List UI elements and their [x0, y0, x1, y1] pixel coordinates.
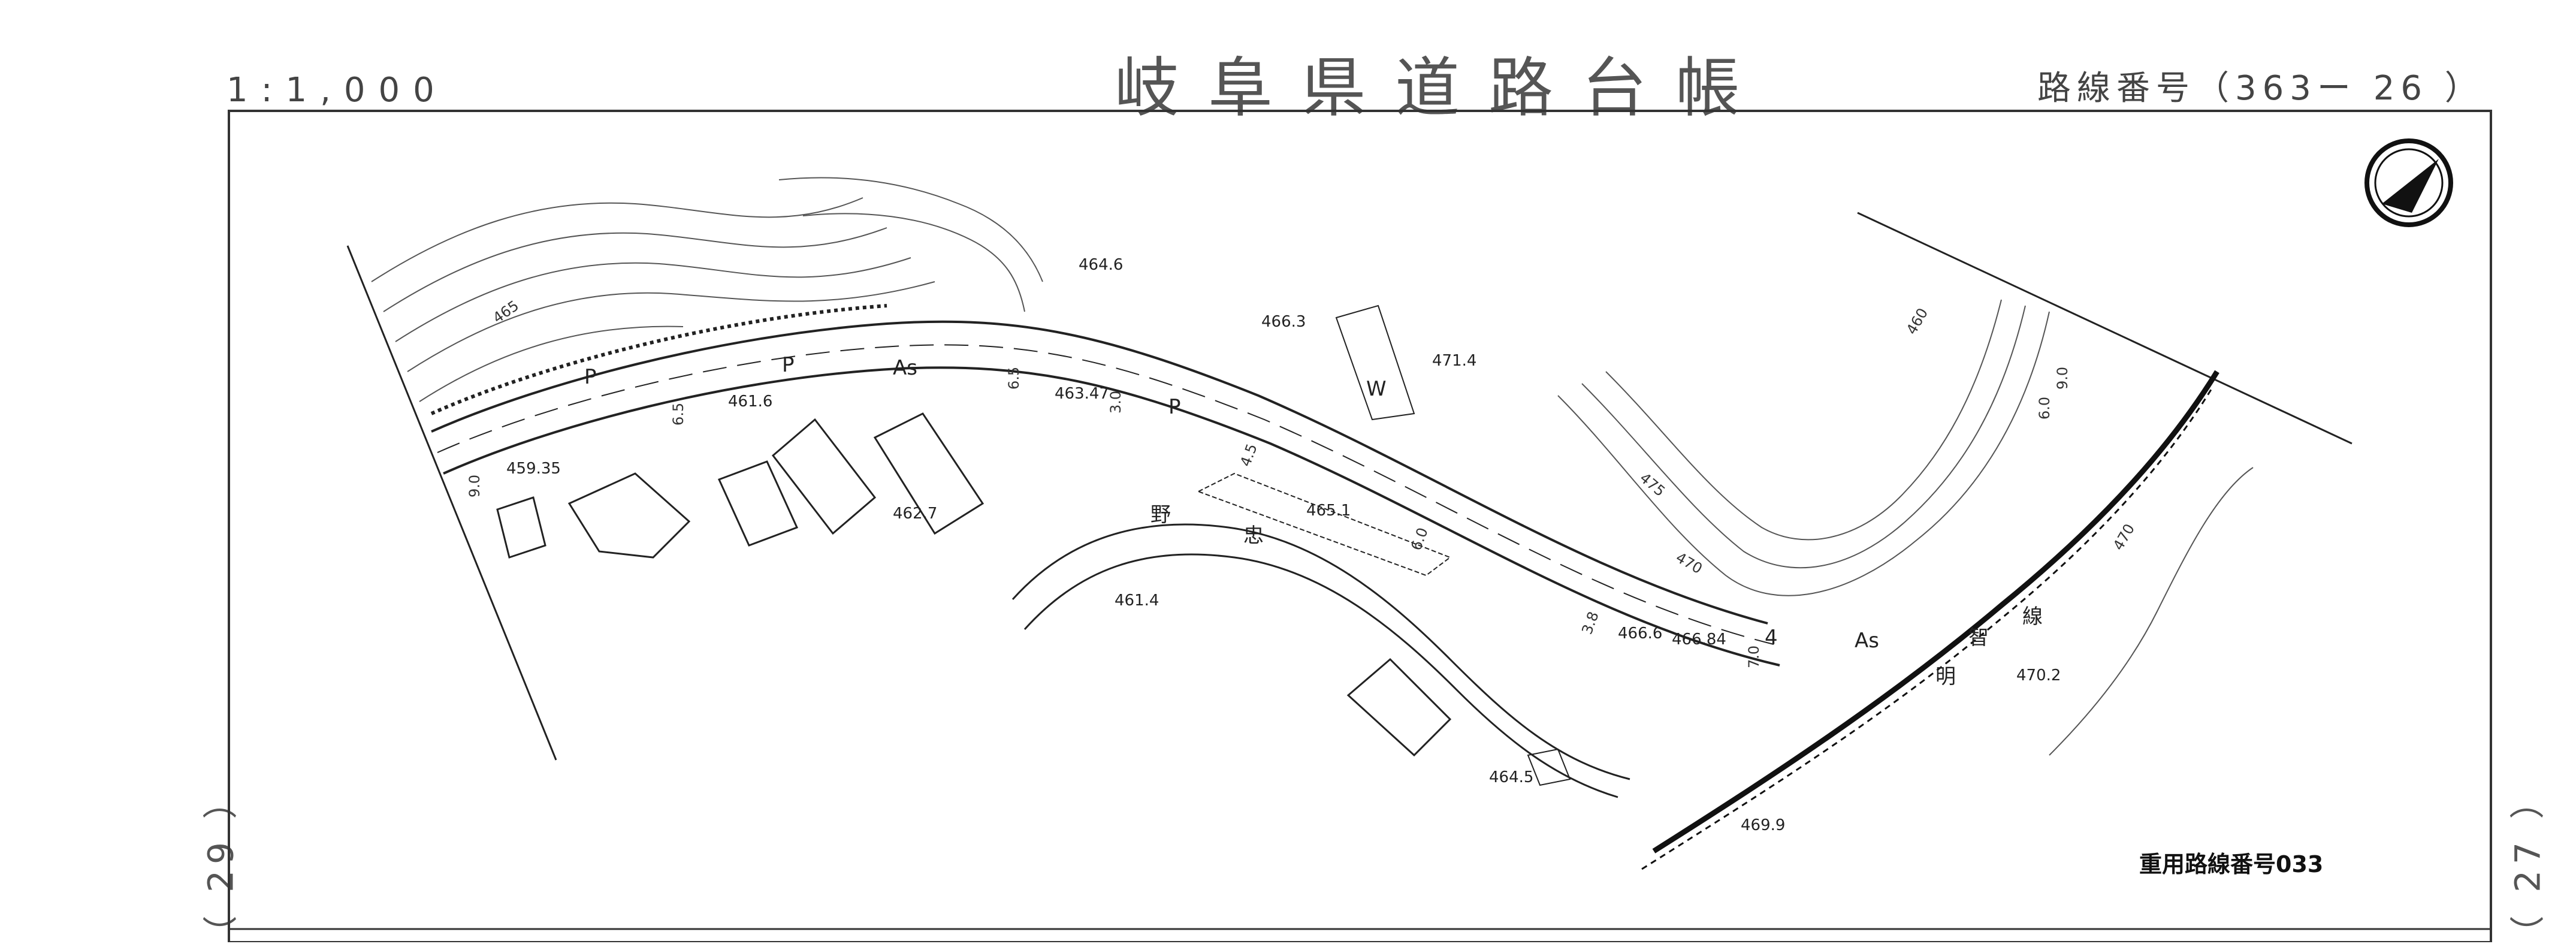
elevation-point: 461.4 — [1115, 592, 1159, 610]
contour-label: 475 — [1636, 469, 1668, 500]
contour-label: 470 — [2110, 521, 2138, 553]
width-label: 7.0 — [1745, 646, 1762, 668]
pavement-label: As — [1855, 629, 1879, 653]
map-border — [228, 110, 2492, 942]
lower-road — [1011, 523, 1630, 798]
road-markers: As As P P P W — [584, 353, 1879, 653]
route-number: 路線番号（363ー 26 ） — [2037, 69, 2484, 108]
marker-label: P — [584, 365, 597, 389]
elevation-point: 469.9 — [1741, 816, 1785, 834]
structure-hatching — [1197, 304, 1571, 786]
road-char: 線 — [2022, 605, 2043, 629]
contours-upper-left — [371, 177, 1043, 402]
elevation-point: 464.6 — [1079, 256, 1123, 274]
elevation-point: 471.4 — [1432, 352, 1476, 370]
road-char: 野 — [1150, 503, 1171, 527]
contour-label: 460 — [1903, 305, 1931, 337]
elevation-point: 459.35 — [506, 460, 561, 478]
elevation-point: 466.6 — [1618, 625, 1662, 643]
road-name: 野 忠 明 智 線 — [1150, 503, 2043, 689]
elevation-points: 464.6 466.3 471.4 461.6 463.47 459.35 46… — [506, 256, 2061, 834]
survey-boundary-right — [1857, 212, 2352, 445]
contour-labels: 465 460 475 470 470 — [490, 297, 2138, 577]
contours-right — [1557, 299, 2254, 756]
pavement-label: As — [893, 356, 917, 380]
marker-label: W — [1366, 377, 1387, 401]
elevation-point: 470.2 — [2016, 666, 2061, 684]
width-label: 9.0 — [466, 475, 483, 497]
elevation-point: 466.84 — [1672, 631, 1726, 649]
width-label: 3.8 — [1578, 610, 1602, 637]
width-label: 6.0 — [2036, 397, 2053, 420]
width-label: 6.5 — [1005, 367, 1022, 390]
width-label: 3.0 — [1107, 391, 1124, 414]
page-title: 岐阜県道路台帳 — [1115, 51, 1769, 126]
width-labels: 6.5 9.0 6.5 3.0 4.5 6.0 3.8 7.0 9.0 6.0 … — [466, 367, 2071, 668]
road-char: 智 — [1968, 626, 1989, 650]
elevation-point: 465.1 — [1306, 502, 1351, 520]
elevation-point: 461.6 — [728, 393, 772, 411]
marker-label: P — [782, 353, 795, 377]
width-label: 9.0 — [2054, 367, 2071, 390]
road-char: 明 — [1935, 665, 1956, 689]
buildings — [496, 412, 1452, 757]
width-label: 4.5 — [1237, 442, 1260, 469]
road-edges — [430, 304, 1780, 666]
north-arrow-icon — [2364, 138, 2453, 227]
elevation-point: 466.3 — [1261, 313, 1306, 331]
marker-label: P — [1168, 395, 1181, 419]
document-id: 重用路線番号033 — [2139, 851, 2323, 877]
map-scale: 1:1,000 — [227, 71, 448, 110]
railway-line — [1641, 370, 2219, 870]
contour-label: 465 — [490, 297, 522, 327]
elevation-point: 463.47 — [1055, 385, 1109, 403]
elevation-point: 462.7 — [893, 505, 937, 523]
survey-boundary-left — [346, 245, 557, 761]
width-label: 6.5 — [670, 403, 687, 426]
width-label: 4 — [1765, 626, 1778, 650]
road-char: 忠 — [1243, 524, 1264, 548]
elevation-point: 464.5 — [1489, 768, 1533, 786]
